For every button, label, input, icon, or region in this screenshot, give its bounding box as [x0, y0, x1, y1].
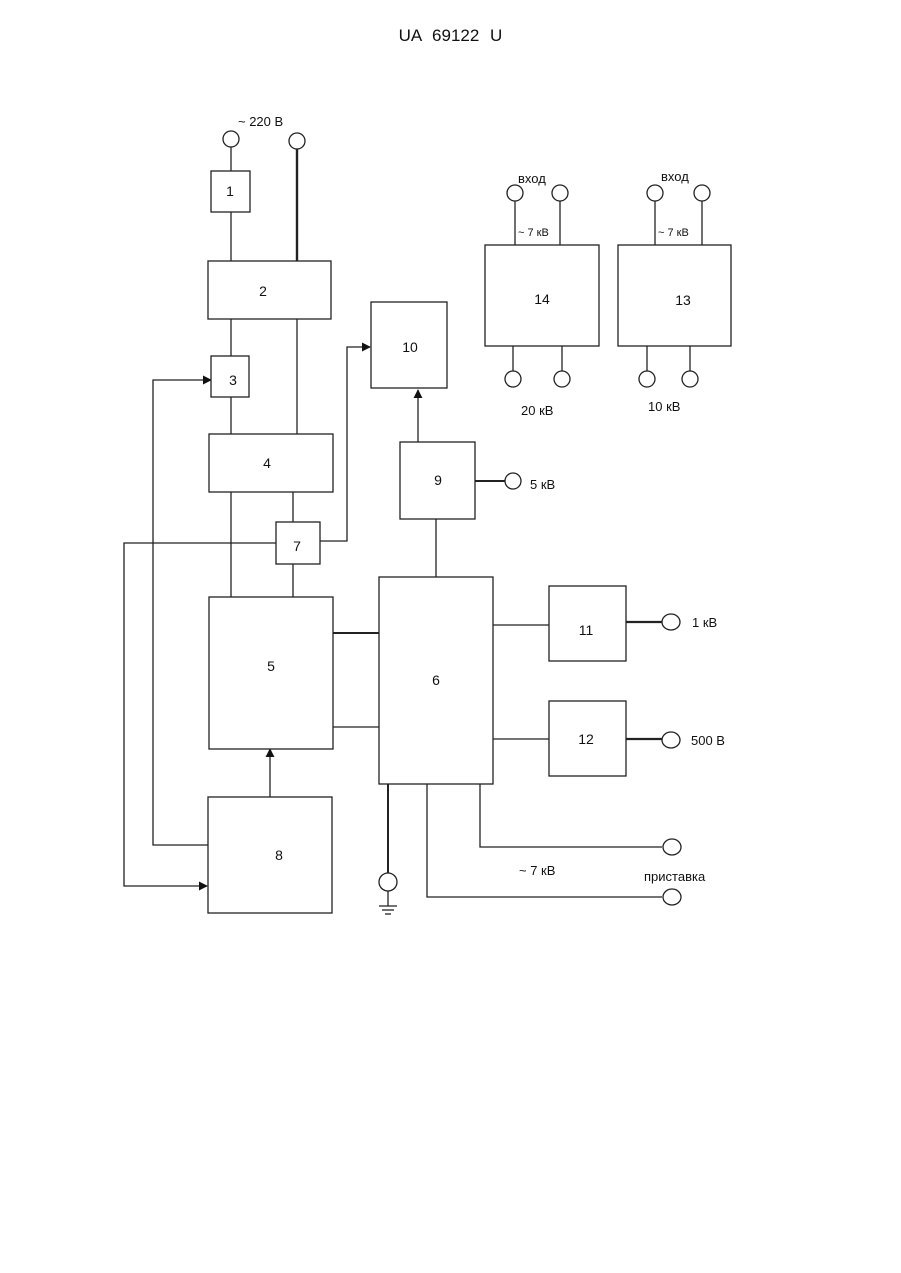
block-13-number: 13: [675, 292, 691, 308]
block-9: 9: [400, 442, 475, 519]
block-8-number: 8: [275, 847, 283, 863]
block-14: 14: [485, 245, 599, 346]
label-14-output: 20 кВ: [521, 403, 553, 418]
block-6-number: 6: [432, 672, 440, 688]
terminal-attachment: [663, 889, 681, 905]
label-5kv: 5 кВ: [530, 477, 555, 492]
terminal-ground: [379, 873, 397, 891]
terminal-14-in-2: [552, 185, 568, 201]
block-5: 5: [209, 597, 333, 749]
block-1-number: 1: [226, 183, 234, 199]
terminal-mains-2: [289, 133, 305, 149]
block-3: 3: [211, 356, 249, 397]
block-9-number: 9: [434, 472, 442, 488]
label-500v: 500 В: [691, 733, 725, 748]
terminal-1kv: [662, 614, 680, 630]
block-4: 4: [209, 434, 333, 492]
label-1kv: 1 кВ: [692, 615, 717, 630]
terminal-500v: [662, 732, 680, 748]
label-14-input: вход: [518, 171, 546, 186]
block-12-number: 12: [578, 731, 594, 747]
block-11-number: 11: [579, 622, 594, 638]
block-14-number: 14: [534, 291, 550, 307]
terminal-14-out-2: [554, 371, 570, 387]
block-2: 2: [208, 261, 331, 319]
terminal-13-in-2: [694, 185, 710, 201]
block-7: 7: [276, 522, 320, 564]
label-13-input-voltage: ~ 7 кВ: [658, 227, 689, 239]
block-3-number: 3: [229, 372, 237, 388]
terminal-5kv: [505, 473, 521, 489]
terminal-14-in-1: [507, 185, 523, 201]
label-14-input-voltage: ~ 7 кВ: [518, 227, 549, 239]
terminal-13-out-2: [682, 371, 698, 387]
terminal-14-out-1: [505, 371, 521, 387]
block-5-number: 5: [267, 658, 275, 674]
block-7-number: 7: [293, 538, 301, 554]
label-13-output: 10 кВ: [648, 399, 680, 414]
label-attachment: приставка: [644, 869, 706, 884]
block-10: 10: [371, 302, 447, 388]
terminal-13-in-1: [647, 185, 663, 201]
block-1: 1: [211, 171, 250, 212]
label-mains: ~ 220 В: [238, 114, 283, 129]
block-12: 12: [549, 701, 626, 776]
block-13: 13: [618, 245, 731, 346]
block-4-number: 4: [263, 455, 271, 471]
block-2-number: 2: [259, 283, 267, 299]
block-8: 8: [208, 797, 332, 913]
block-11: 11: [549, 586, 626, 661]
block-10-number: 10: [402, 339, 418, 355]
block-6: 6: [379, 577, 493, 784]
terminal-13-out-1: [639, 371, 655, 387]
label-7kv-out: ~ 7 кВ: [519, 863, 555, 878]
label-13-input: вход: [661, 169, 689, 184]
terminal-mains-1: [223, 131, 239, 147]
terminal-7kv-out: [663, 839, 681, 855]
